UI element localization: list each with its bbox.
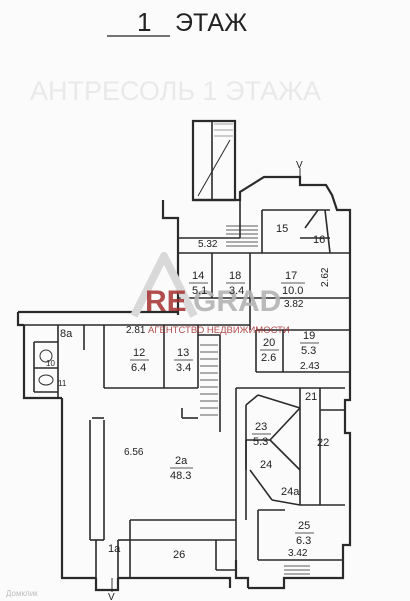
toilet-fixture bbox=[38, 374, 54, 386]
room-15-label: 15 bbox=[276, 223, 288, 235]
room-18-label: 18 bbox=[229, 270, 241, 282]
room-14-label: 14 bbox=[192, 270, 204, 282]
logo-tagline: АГЕНТСТВО НЕДВИЖИМОСТИ bbox=[148, 325, 290, 336]
floor-label: ЭТАЖ bbox=[175, 9, 247, 37]
room-2a-area: 48.3 bbox=[170, 470, 191, 482]
corner-watermark: Домклик bbox=[6, 589, 38, 598]
room-17-height: 3.82 bbox=[284, 299, 304, 310]
room-20-area: 2.6 bbox=[261, 352, 276, 364]
room-19-area: 5.3 bbox=[301, 345, 316, 357]
room-17-area: 10.0 bbox=[282, 285, 303, 297]
room-13-area: 3.4 bbox=[176, 362, 191, 374]
entrance-marker-top: V bbox=[296, 160, 303, 171]
room-23-label: 23 bbox=[255, 421, 267, 433]
dim-right-height: 2.62 bbox=[320, 267, 331, 287]
room-25-area: 6.3 bbox=[296, 535, 311, 547]
room-2a-height: 6.56 bbox=[124, 447, 144, 458]
logo-grad-text: GRAD bbox=[193, 285, 281, 318]
room-22-label: 22 bbox=[317, 437, 329, 449]
room-13-label: 13 bbox=[177, 347, 189, 359]
regrad-roof-mark bbox=[130, 252, 198, 318]
sink-fixture bbox=[39, 349, 53, 363]
room-labels: 15 16 14 5.1 18 3.4 17 10.0 3.82 8а 10 1… bbox=[46, 223, 329, 561]
room-11-label: 11 bbox=[58, 379, 67, 388]
room-21-label: 21 bbox=[305, 391, 317, 403]
inner-walls bbox=[24, 121, 350, 578]
dimension-labels: 5.32 2.62 2.81 2.43 bbox=[126, 239, 331, 372]
room-18-area: 3.4 bbox=[229, 285, 244, 297]
room-19-label: 19 bbox=[303, 330, 315, 342]
stair-tower-hatch bbox=[214, 123, 233, 137]
room-12-label: 12 bbox=[133, 347, 145, 359]
room-25-height: 3.42 bbox=[288, 548, 308, 559]
room-24-label: 24 bbox=[260, 459, 272, 471]
dim-mid-height: 2.81 bbox=[126, 325, 146, 336]
floor-number: 1 bbox=[137, 7, 151, 37]
room-10-label: 10 bbox=[46, 359, 55, 368]
regrad-logo: RE GRAD АГЕНТСТВО НЕДВИЖИМОСТИ bbox=[130, 252, 290, 336]
room-24a-label: 24а bbox=[281, 486, 300, 498]
room-1a-label: 1а bbox=[108, 543, 121, 555]
entrance-marker-bottom: V bbox=[108, 592, 115, 601]
room-26-label: 26 bbox=[173, 549, 185, 561]
room-23-area: 5.3 bbox=[253, 436, 268, 448]
room-17-label: 17 bbox=[285, 270, 297, 282]
outer-walls bbox=[16, 119, 352, 592]
room-20-label: 20 bbox=[263, 337, 275, 349]
watermark-ghost-heading: АНТРЕСОЛЬ 1 ЭТАЖА bbox=[30, 76, 321, 106]
dim-room19-height: 2.43 bbox=[300, 361, 320, 372]
room-12-area: 6.4 bbox=[131, 362, 146, 374]
room-8a-label: 8а bbox=[60, 328, 73, 340]
room-25-label: 25 bbox=[298, 520, 310, 532]
room-14-area: 5.1 bbox=[192, 285, 207, 297]
room-2a-label: 2а bbox=[175, 455, 188, 467]
dim-corridor-height: 5.32 bbox=[198, 239, 218, 250]
room-16-label: 16 bbox=[313, 234, 325, 246]
logo-re-text: RE bbox=[145, 285, 187, 318]
